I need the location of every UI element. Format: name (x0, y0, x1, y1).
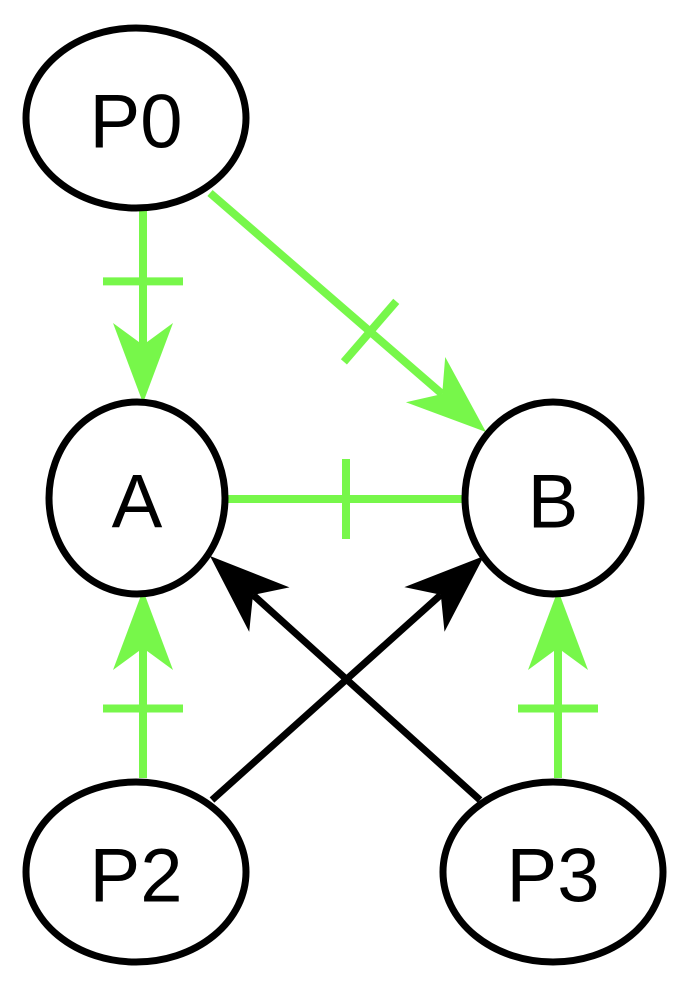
edge-line (207, 189, 445, 398)
node-p0-shape (22, 24, 250, 212)
node-p3-shape (439, 778, 667, 966)
edge-p2-to-a (103, 590, 183, 778)
node-b-shape (461, 398, 645, 598)
node-a-shape (45, 398, 229, 598)
nodes-layer: P0 A B P2 P3 (22, 24, 667, 966)
arrowhead-icon (210, 556, 290, 632)
edge-p0-to-a (103, 210, 183, 403)
arrowhead-icon (113, 590, 173, 670)
node-a[interactable]: A (45, 398, 229, 598)
edge-p0-to-b (207, 189, 486, 432)
node-p0[interactable]: P0 (22, 24, 250, 212)
edge-line (250, 592, 483, 803)
node-b[interactable]: B (461, 398, 645, 598)
node-a-label: A (112, 460, 163, 545)
edge-p3-to-b (518, 590, 598, 778)
arrowhead-icon (528, 590, 588, 670)
arrowhead-icon (113, 323, 173, 403)
edge-p2-to-b (209, 556, 484, 803)
node-p0-label: P0 (90, 80, 183, 165)
arrowhead-icon (405, 357, 486, 432)
edge-a-to-b (228, 459, 464, 539)
node-p2-label: P2 (90, 834, 183, 919)
node-b-label: B (528, 460, 579, 545)
node-p3[interactable]: P3 (439, 778, 667, 966)
edges-layer (103, 189, 598, 803)
node-p2-shape (22, 778, 250, 966)
node-p2[interactable]: P2 (22, 778, 250, 966)
edge-p3-to-a (210, 556, 483, 803)
edge-line (209, 592, 444, 803)
arrowhead-icon (404, 556, 484, 632)
node-p3-label: P3 (507, 834, 600, 919)
edge-tick-mark (340, 298, 400, 365)
